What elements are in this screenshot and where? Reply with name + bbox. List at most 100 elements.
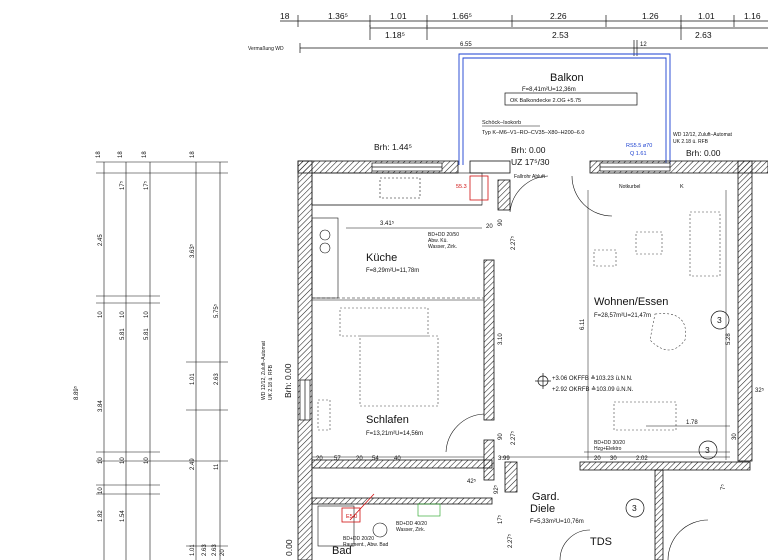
dim-90b: 90 <box>498 433 504 440</box>
windows <box>299 162 671 421</box>
left-c5-5: 20 <box>220 549 226 556</box>
top-dim-row3-2: 12 <box>640 42 647 48</box>
level-okffb: +3.06 OKFFB ≙103.23 ü.N.N. <box>552 375 633 382</box>
bedroom-furniture <box>317 307 439 431</box>
dim-227a: 2.27⁵ <box>510 235 517 250</box>
k-label: K <box>680 184 684 190</box>
circle-mark-1: 3 <box>717 315 722 325</box>
red-mark-top <box>469 175 489 201</box>
isokorb-type: Typ K–M6–V1–RO–CV35–X80–H200–6.0 <box>482 130 584 136</box>
left-c1-6: 10 <box>98 487 104 494</box>
left-c4-3: 2.49 <box>190 458 196 470</box>
row-dim-2: 57 <box>334 456 341 462</box>
bd-bad-a-1: BD+DD 20/20 <box>343 536 374 542</box>
dim-7: 7⁵ <box>720 484 727 490</box>
bd-kueche-1: BD+DD 20/50 <box>428 232 459 238</box>
row-dim-5: 40 <box>394 456 401 462</box>
bath-fixtures <box>317 503 441 547</box>
door-arc-diele <box>559 529 591 560</box>
wd-note-left: WD 12/12, Zuluft–Automat <box>261 340 267 400</box>
left-c4-1: 3.63⁵ <box>189 243 196 258</box>
dim-30b: 30 <box>732 433 738 440</box>
bd-kueche-3: Wasser, Zirk. <box>428 244 457 250</box>
balcony-slab-text: OK Balkondecke 2.OG +5.75 <box>510 98 581 104</box>
left-c1-5: 1.82 <box>98 510 104 522</box>
door-arc-bedroom <box>445 413 485 453</box>
left-c1-2: 10 <box>98 311 104 318</box>
left-c2-2: 5.81 <box>120 328 126 340</box>
level-marker <box>535 373 551 389</box>
left-top-3: 18 <box>142 151 148 158</box>
dim-310: 3.10 <box>498 333 504 345</box>
tds-name: TDS <box>590 536 612 548</box>
red-note-bottom: E5.0 <box>346 514 357 520</box>
rs-note: RS5.5 ø70 <box>626 143 652 149</box>
top-dim-6: 1.26 <box>642 11 659 21</box>
door-arc-right <box>667 519 709 560</box>
balcony-slab-box <box>504 92 638 106</box>
top-dim-row2-3: 2.63 <box>695 30 712 40</box>
top-dim-5: 2.26 <box>550 11 567 21</box>
top-dim-2: 1.36⁵ <box>328 11 348 21</box>
row-dim-1: 20 <box>316 456 323 462</box>
dim-399: 3.99 <box>498 456 510 462</box>
living-furniture <box>593 211 721 431</box>
left-c1-4: 10 <box>98 457 104 464</box>
circle-mark-3: 3 <box>632 503 637 513</box>
dim-528: 5.28 <box>726 333 732 345</box>
wd-note-right: WD 12/12, Zuluft–Automat <box>673 132 733 138</box>
kitchen-counters <box>311 172 484 301</box>
left-top-1: 18 <box>96 151 102 158</box>
dim-92: 92⁵ <box>493 484 500 494</box>
dim-202: 2.02 <box>636 456 648 462</box>
left-c5-4: 2.63 <box>212 544 218 556</box>
kueche-area: F=8,29m²U=11,78m <box>366 268 419 274</box>
wohnen-area: F=28,57m²U=21,47m <box>594 313 651 319</box>
left-c4-4: 1.01 <box>190 544 196 556</box>
left-c5-1: 5.75⁵ <box>213 303 220 318</box>
diele-name1: Gard. <box>532 491 560 503</box>
left-top-2: 18 <box>118 151 124 158</box>
dim-20: 20 <box>486 224 493 230</box>
fallrohr-label: Fallrohr Abluft <box>514 174 545 180</box>
balcony-area: F=8,41m²U=12,36m <box>522 87 576 93</box>
balcony-outline <box>458 53 671 165</box>
top-dim-4: 1.66⁵ <box>452 11 472 21</box>
diele-name2: Diele <box>530 503 555 515</box>
left-c2-5: 1.54 <box>120 510 126 522</box>
dim-20b: 20 <box>594 456 601 462</box>
left-dimension-lines <box>96 161 228 560</box>
left-c1-3: 3.84 <box>98 400 104 412</box>
bd-bad-b-1: BD+DD 40/20 <box>396 521 427 527</box>
circle-markers <box>625 310 730 518</box>
top-dim-row2-1: 1.18⁵ <box>385 30 405 40</box>
left-c3-3: 10 <box>144 311 150 318</box>
dim-30: 30 <box>610 456 617 462</box>
brh-left: Brh: 1.44⁵ <box>374 142 412 152</box>
red-mark-bottom <box>341 507 361 523</box>
left-top-4: 18 <box>190 151 196 158</box>
bd-bad-b-2: Wasser, Zirk. <box>396 527 425 533</box>
left-c5-2: 2.63 <box>214 373 220 385</box>
top-dimension-chain-3 <box>299 40 768 56</box>
top-dim-7: 1.01 <box>698 11 715 21</box>
dim-17: 17⁵ <box>497 514 504 524</box>
dim-42: 42⁵ <box>467 478 477 485</box>
notkurbel-label: Notkurbel <box>619 184 640 190</box>
kueche-width-dim: 3.41⁵ <box>380 220 395 227</box>
bottom-left-level: 0.00 <box>284 539 294 556</box>
top-dim-row2-2: 2.53 <box>552 30 569 40</box>
dim-178: 1.78 <box>686 420 698 426</box>
schlafen-name: Schlafen <box>366 414 409 426</box>
bd-bad-a-2: Raument., Abw. Bad <box>343 542 389 548</box>
diele-area: F=5,33m²U=10,76m <box>530 519 584 525</box>
dim-32: 32⁵ <box>755 387 765 394</box>
brh-left-vertical: Brh: 0.00 <box>283 363 293 398</box>
vermassung-label: Vermaßung WD <box>248 46 284 52</box>
dim-227b: 2.27⁵ <box>510 430 517 445</box>
balcony-title: Balkon <box>550 72 584 84</box>
left-c4-2: 1.01 <box>190 373 196 385</box>
top-dim-1: 18 <box>280 11 290 21</box>
